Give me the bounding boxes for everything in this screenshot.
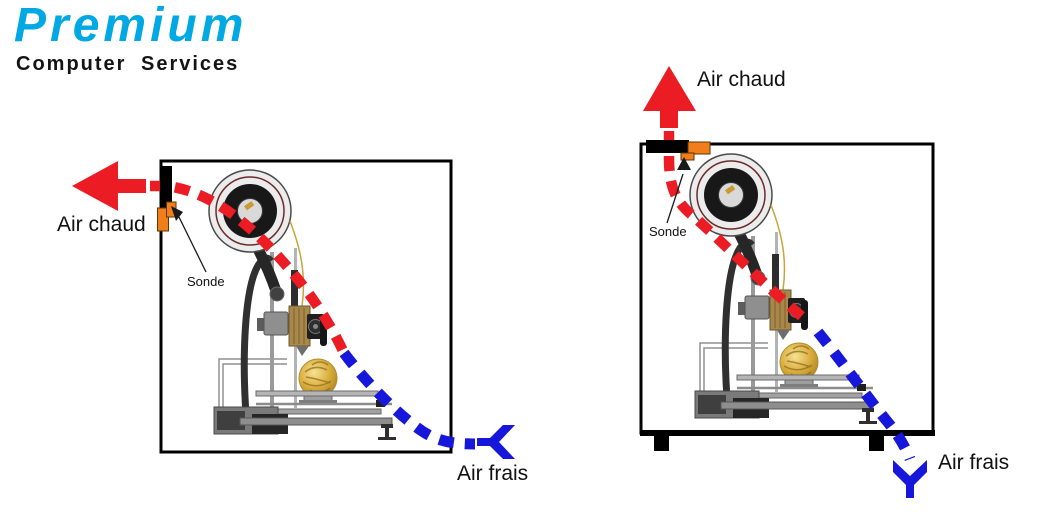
enclosure-bottom-right bbox=[640, 430, 935, 436]
vent-icon bbox=[646, 140, 689, 153]
probe-label-right: Sonde bbox=[649, 224, 687, 239]
enclosure-box-left bbox=[159, 159, 453, 454]
printer-right bbox=[690, 154, 877, 424]
fresh-air-label-right: Air frais bbox=[938, 451, 1010, 474]
pointer-arrow-icon bbox=[677, 157, 691, 170]
hot-air-label-left: Air chaud bbox=[57, 213, 146, 236]
hot-air-flow-left bbox=[150, 180, 349, 356]
fresh-air-flow-right bbox=[813, 328, 916, 462]
hot-air-flow-right bbox=[663, 131, 810, 325]
fresh-air-label-left: Air frais bbox=[457, 462, 529, 485]
logo-brand: Premium bbox=[14, 0, 248, 52]
fresh-air-tail-icon bbox=[893, 460, 927, 498]
probe-icon bbox=[687, 141, 711, 155]
probe-icon bbox=[157, 207, 169, 232]
pointer-arrow-icon bbox=[171, 206, 183, 221]
probe-sensor-icon bbox=[680, 152, 695, 161]
pointer-line bbox=[178, 216, 207, 273]
diagram-left bbox=[72, 159, 515, 459]
logo-subtitle: Computer Services bbox=[16, 53, 240, 75]
vent-icon bbox=[160, 166, 172, 209]
printer-left bbox=[209, 170, 396, 440]
logo: Premium Computer Services bbox=[14, 0, 248, 75]
fresh-air-flow-left bbox=[339, 349, 476, 450]
fresh-air-tail-icon bbox=[477, 425, 515, 459]
hot-air-arrow-left-icon bbox=[72, 161, 146, 211]
enclosure-box-right bbox=[639, 142, 935, 435]
probe-label-left: Sonde bbox=[187, 274, 225, 289]
hot-air-arrow-up-icon bbox=[643, 66, 696, 128]
pointer-line bbox=[666, 173, 684, 224]
cabinet-foot-left bbox=[654, 436, 669, 451]
hot-air-label-right: Air chaud bbox=[697, 68, 786, 91]
cabinet-foot-right bbox=[869, 436, 884, 451]
diagram-right bbox=[639, 66, 935, 498]
